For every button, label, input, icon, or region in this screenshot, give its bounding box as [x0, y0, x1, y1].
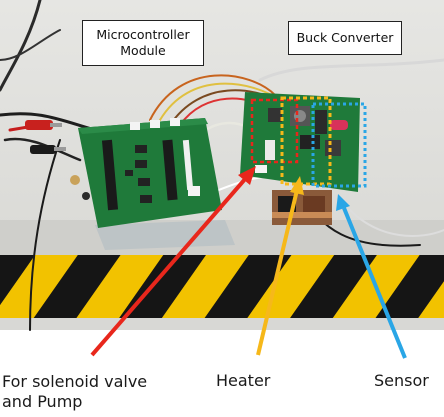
microcontroller-board [70, 118, 222, 228]
sensor-module [272, 190, 332, 225]
sensor-caption: Sensor [374, 371, 429, 391]
solenoid-arrow [90, 176, 248, 357]
acrylic-base [95, 220, 235, 250]
heater-arrow-head [290, 176, 304, 195]
arrows [90, 166, 407, 359]
microcontroller-label-line2: Module [120, 43, 166, 58]
hazard-tape [0, 255, 444, 320]
heater-region-box [250, 98, 299, 164]
solenoid-caption-line1: For solenoid valve [2, 372, 148, 391]
sensor-region-box [311, 102, 367, 188]
floor-below [0, 318, 444, 330]
heater-caption-text: Heater [216, 371, 271, 390]
heater-caption: Heater [216, 371, 270, 391]
sensor-caption-text: Sensor [374, 371, 429, 390]
sensor-arrow-head [336, 194, 350, 211]
solenoid-arrow-head [238, 166, 256, 185]
sensor-arrow [342, 207, 407, 359]
alligator-clips [25, 120, 66, 154]
microcontroller-label: Microcontroller Module [82, 20, 204, 66]
buck-converter-label: Buck Converter [288, 21, 402, 55]
caption-area [0, 330, 444, 417]
heater-arrow [256, 189, 299, 356]
solenoid-caption: For solenoid valve and Pump [2, 372, 147, 412]
microcontroller-label-line1: Microcontroller [96, 27, 190, 42]
buck-region-box [280, 96, 332, 186]
buck-converter-label-text: Buck Converter [296, 30, 394, 45]
solenoid-caption-line2: and Pump [2, 392, 83, 411]
